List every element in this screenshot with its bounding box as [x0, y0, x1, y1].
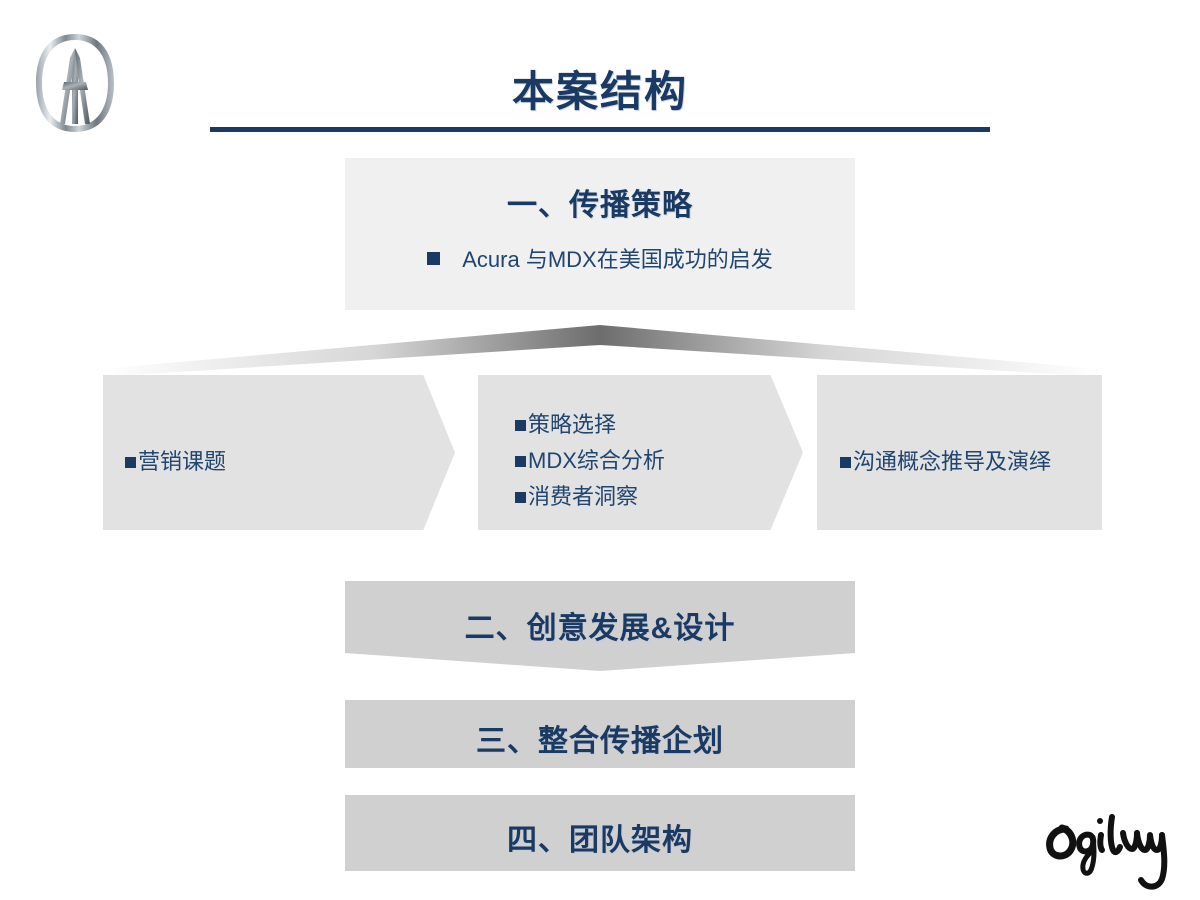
section-3-box[interactable]: 三、整合传播企划 — [345, 700, 855, 768]
section-4-box[interactable]: 四、团队架构 — [345, 795, 855, 871]
chevron-marketing-topic[interactable] — [103, 375, 455, 530]
section-1-bullet: Acura 与MDX在美国成功的启发 — [345, 242, 855, 274]
bullet-square-icon — [515, 492, 526, 503]
list-item: 沟通概念推导及演绎 — [840, 444, 1051, 480]
list-item: 策略选择 — [515, 407, 665, 443]
section-1-box[interactable]: 一、传播策略 Acura 与MDX在美国成功的启发 — [345, 158, 855, 310]
title-divider — [210, 127, 990, 132]
page-title: 本案结构 — [511, 68, 688, 115]
list-item: 消费者洞察 — [515, 479, 665, 515]
section-2-label: 二、创意发展&设计 — [464, 612, 736, 645]
box-concept-derivation-text: 沟通概念推导及演绎 — [840, 444, 1051, 480]
list-item: MDX综合分析 — [515, 443, 665, 479]
section-3-label: 三、整合传播企划 — [476, 725, 724, 758]
chevron-strategy-analysis-text: 策略选择 MDX综合分析 消费者洞察 — [515, 407, 665, 515]
funnel-connector — [100, 325, 1100, 381]
bullet-square-icon — [125, 457, 136, 468]
chevron-marketing-topic-text: 营销课题 — [125, 444, 226, 480]
section-4-label: 四、团队架构 — [507, 824, 693, 857]
bullet-square-icon — [515, 456, 526, 467]
acura-logo — [30, 28, 120, 138]
box-concept-derivation[interactable] — [817, 375, 1102, 530]
bullet-square-icon — [427, 251, 441, 265]
list-item: 营销课题 — [125, 444, 226, 480]
section-1-heading: 一、传播策略 — [507, 189, 693, 222]
bullet-square-icon — [840, 457, 851, 468]
chevron-strategy-analysis[interactable] — [478, 375, 803, 530]
section-1-bullet-label: Acura 与MDX在美国成功的启发 — [462, 247, 773, 272]
ogilvy-logo — [1040, 795, 1180, 895]
section-2-box[interactable]: 二、创意发展&设计 — [345, 581, 855, 671]
bullet-square-icon — [515, 420, 526, 431]
